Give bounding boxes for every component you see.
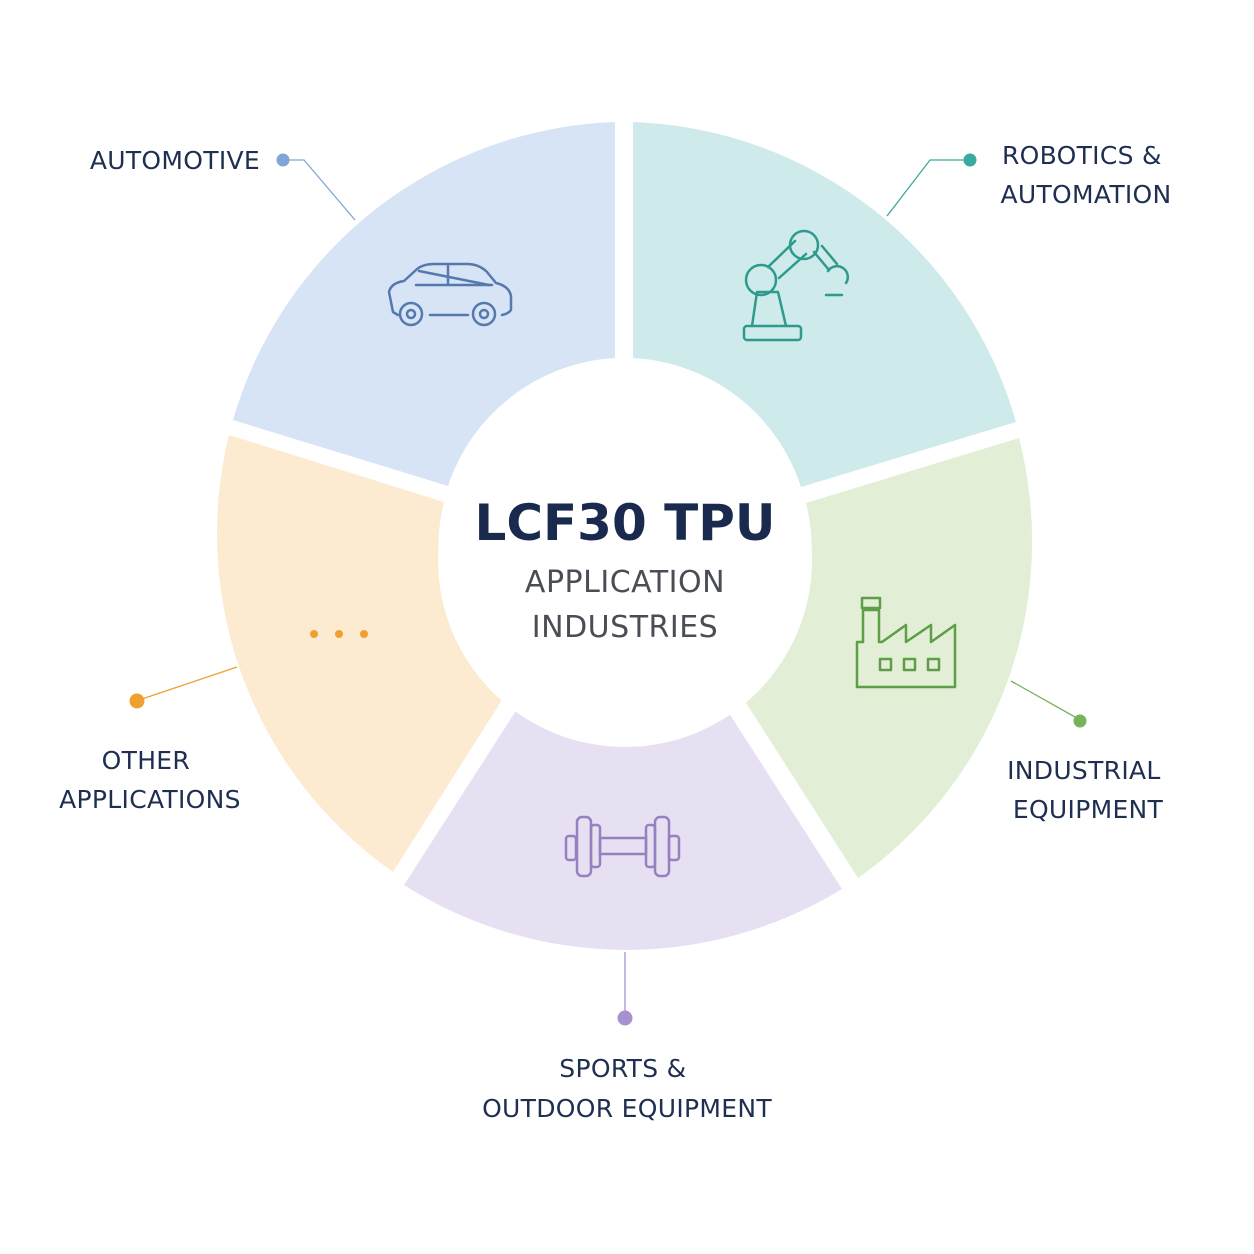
center-hub: LCF30 TPU APPLICATION INDUSTRIES: [438, 373, 812, 747]
automotive-leader: [276, 153, 356, 221]
industrial-label: INDUSTRIAL EQUIPMENT: [1007, 756, 1169, 824]
segment-robotics-wedge: [633, 122, 1016, 487]
segment-automotive-wedge: [233, 122, 615, 486]
center-subtitle-line2: INDUSTRIES: [532, 610, 718, 645]
industrial-label-line2: EQUIPMENT: [1013, 795, 1164, 824]
center-subtitle-line1: APPLICATION: [525, 565, 725, 600]
segment-sports-wedge: [404, 706, 842, 950]
robot-arm-icon: [742, 229, 850, 342]
sports-label-line1: SPORTS &: [559, 1054, 686, 1083]
ellipsis-icon: [310, 630, 368, 638]
other-label-line1: OTHER: [102, 746, 190, 775]
factory-icon: [855, 596, 957, 689]
robotics-label-line2: AUTOMATION: [1000, 180, 1171, 209]
segment-other-wedge: [217, 435, 507, 872]
segment-industrial-equipment: INDUSTRIAL EQUIPMENT: [741, 438, 1169, 878]
segment-sports-outdoor: SPORTS & OUTDOOR EQUIPMENT: [404, 706, 842, 1123]
automotive-label-line1: AUTOMOTIVE: [90, 146, 260, 175]
other-leader: [129, 666, 238, 709]
sports-label: SPORTS & OUTDOOR EQUIPMENT: [482, 1054, 772, 1123]
center-circle: [438, 373, 812, 747]
robotics-label-line1: ROBOTICS &: [1002, 141, 1162, 170]
industrial-label-line1: INDUSTRIAL: [1007, 756, 1161, 785]
robotics-label: ROBOTICS & AUTOMATION: [1000, 141, 1171, 209]
center-title: LCF30 TPU: [474, 494, 775, 552]
other-label: OTHER APPLICATIONS: [59, 746, 241, 814]
robotics-leader: [886, 153, 977, 217]
sports-label-line2: OUTDOOR EQUIPMENT: [482, 1094, 772, 1123]
segment-other-applications: OTHER APPLICATIONS: [59, 435, 507, 872]
segment-robotics-automation: ROBOTICS & AUTOMATION: [633, 122, 1171, 487]
automotive-label: AUTOMOTIVE: [90, 146, 260, 175]
segment-automotive: AUTOMOTIVE: [90, 122, 615, 486]
car-icon: [387, 262, 513, 327]
other-label-line2: APPLICATIONS: [59, 785, 241, 814]
dumbbell-icon: [564, 815, 681, 878]
sports-leader: [617, 952, 633, 1026]
industrial-leader: [1010, 680, 1087, 728]
